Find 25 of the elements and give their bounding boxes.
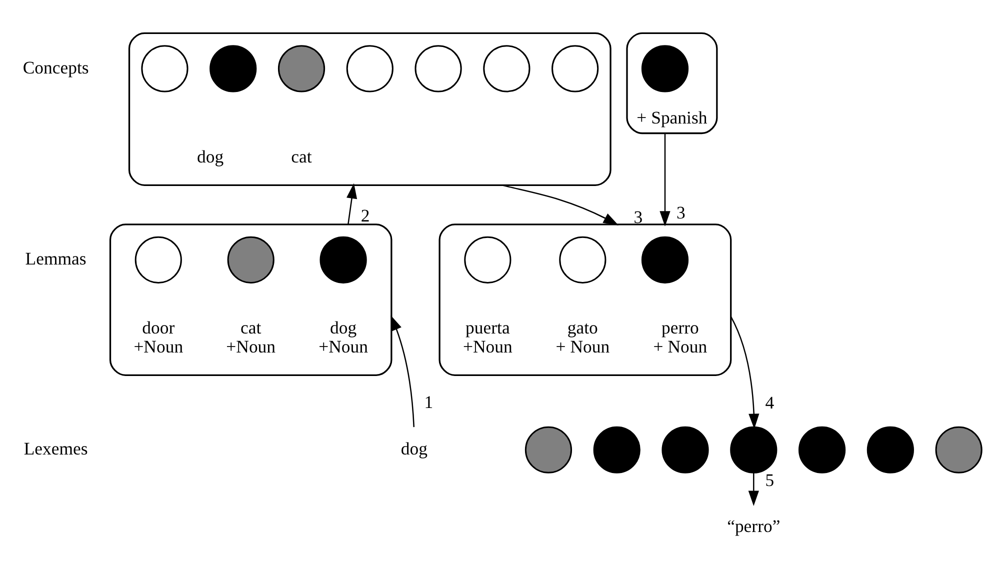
edge-label: 5 <box>765 470 774 490</box>
node-label: cat <box>291 146 312 167</box>
label: Concepts <box>22 57 89 78</box>
node-label: cat <box>240 318 262 338</box>
node-label: + Noun <box>556 336 610 357</box>
node-label: +Noun <box>226 336 276 357</box>
node-label: door <box>142 318 175 338</box>
node-label: +Noun <box>134 336 184 357</box>
node-label: gato <box>567 318 598 338</box>
node-text: dog <box>400 438 428 459</box>
node-label: dog <box>197 146 224 167</box>
label: Lemmas <box>25 248 86 269</box>
node-label: puerta <box>466 318 510 338</box>
node-label: dog <box>330 318 357 338</box>
edge-label: 4 <box>765 392 774 413</box>
label: Lexemes <box>24 438 88 459</box>
node-label: perro <box>662 318 699 338</box>
edge-label: 1 <box>424 392 434 412</box>
edge-label: 3 <box>676 202 686 223</box>
edge-label: 3 <box>634 207 643 228</box>
node-text: “perro” <box>727 516 780 536</box>
node-label: + Noun <box>653 336 708 357</box>
node-label: +Noun <box>462 336 512 357</box>
node-label: +Noun <box>318 336 368 357</box>
edge-label: 2 <box>360 206 370 226</box>
